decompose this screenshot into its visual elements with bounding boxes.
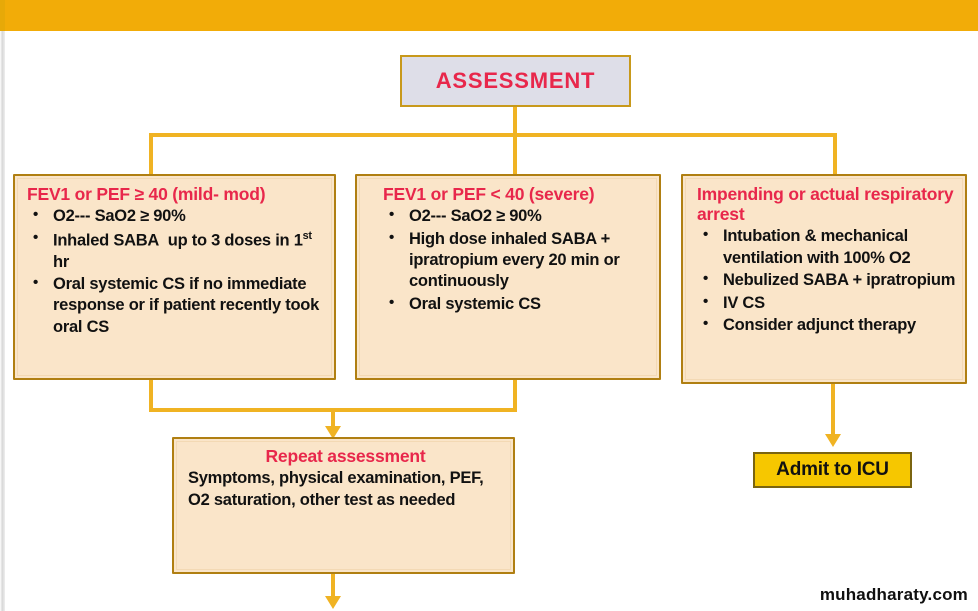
- connector-up-col2: [513, 380, 517, 412]
- column-items-mild-moderate: O2--- SaO2 ≥ 90% Inhaled SABA up to 3 do…: [27, 205, 326, 338]
- list-item: Consider adjunct therapy: [697, 314, 959, 336]
- connector-bus-top: [149, 133, 837, 137]
- banner-left-edge: [0, 0, 5, 31]
- column-header-respiratory-arrest: Impending or actual respiratory arrest: [697, 184, 954, 225]
- assessment-box: ASSESSMENT: [400, 55, 631, 107]
- column-header-severe: FEV1 or PEF < 40 (severe): [383, 184, 595, 204]
- list-item: IV CS: [697, 292, 959, 314]
- column-items-respiratory-arrest: Intubation & mechanical ventilation with…: [697, 225, 959, 336]
- column-box-mild-moderate: FEV1 or PEF ≥ 40 (mild- mod) O2--- SaO2 …: [13, 174, 336, 380]
- top-banner: [0, 0, 978, 31]
- connector-drop-col2: [513, 133, 517, 174]
- connector-drop-col3: [833, 133, 837, 174]
- column-header-mild-moderate: FEV1 or PEF ≥ 40 (mild- mod): [27, 184, 266, 204]
- repeat-assessment-body: Symptoms, physical examination, PEF, O2 …: [188, 469, 484, 509]
- left-border-rule: [0, 31, 5, 611]
- list-item: Nebulized SABA + ipratropium: [697, 269, 959, 291]
- list-item: High dose inhaled SABA + ipratropium eve…: [383, 228, 653, 293]
- arrow-head-bottom: [325, 596, 341, 609]
- repeat-assessment-header: Repeat assessment: [265, 446, 426, 466]
- column-items-severe: O2--- SaO2 ≥ 90% High dose inhaled SABA …: [383, 205, 653, 315]
- repeat-assessment-box: Repeat assessment Symptoms, physical exa…: [172, 437, 515, 574]
- list-item: Oral systemic CS: [383, 293, 653, 315]
- list-item: O2--- SaO2 ≥ 90%: [27, 205, 326, 227]
- arrow-head-repeat: [325, 426, 341, 439]
- column-box-respiratory-arrest: Impending or actual respiratory arrest I…: [681, 174, 967, 384]
- list-item: O2--- SaO2 ≥ 90%: [383, 205, 653, 227]
- list-item: Oral systemic CS if no immediate respons…: [27, 273, 326, 338]
- connector-stem-assessment: [513, 107, 517, 137]
- admit-to-icu-label: Admit to ICU: [776, 459, 889, 480]
- connector-drop-admit: [831, 384, 835, 436]
- watermark: muhadharaty.com: [819, 585, 968, 604]
- admit-to-icu-box: Admit to ICU: [753, 452, 912, 488]
- connector-drop-col1: [149, 133, 153, 174]
- list-item: Inhaled SABA up to 3 doses in 1st hr: [27, 228, 326, 273]
- arrow-head-admit: [825, 434, 841, 447]
- column-box-severe: FEV1 or PEF < 40 (severe) O2--- SaO2 ≥ 9…: [355, 174, 661, 380]
- assessment-title: ASSESSMENT: [435, 68, 596, 93]
- connector-drop-bottom: [331, 574, 335, 599]
- list-item: Intubation & mechanical ventilation with…: [697, 225, 959, 269]
- connector-drop-repeat: [331, 408, 335, 429]
- connector-up-col1: [149, 380, 153, 412]
